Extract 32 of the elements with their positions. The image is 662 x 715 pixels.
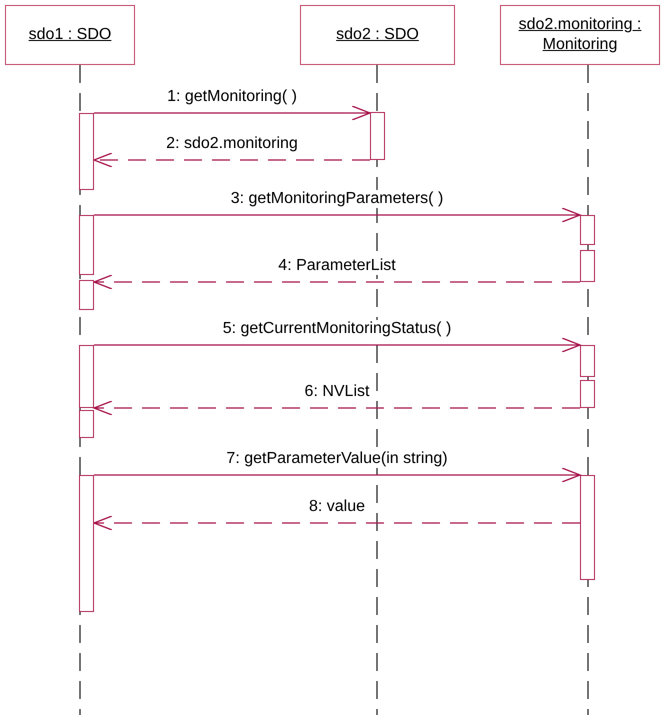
return-arrow — [93, 515, 580, 531]
message-label: 4: ParameterList — [277, 257, 397, 275]
lifeline-title: sdo1 : SDO — [28, 25, 112, 45]
activation-bar — [580, 345, 595, 377]
activation-bar — [580, 380, 595, 408]
activation-bar — [370, 112, 385, 160]
message-arrow — [94, 467, 581, 483]
return-arrow — [93, 400, 580, 416]
object-box — [300, 5, 455, 65]
lifeline-title: sdo2.monitoring : Monitoring — [518, 15, 642, 55]
object-box — [500, 5, 660, 65]
message-label: 2: sdo2.monitoring — [165, 135, 299, 153]
activation-bar — [79, 475, 94, 612]
message-label: 3: getMonitoringParameters( ) — [230, 190, 444, 208]
return-arrow — [93, 152, 370, 168]
activation-bar — [580, 475, 595, 580]
message-arrow — [94, 207, 581, 223]
activation-bar — [580, 215, 595, 245]
return-arrow — [93, 274, 580, 290]
message-label: 7: getParameterValue(in string) — [225, 450, 449, 468]
message-label: 1: getMonitoring( ) — [166, 88, 298, 106]
activation-bar — [79, 345, 94, 408]
activation-bar — [580, 250, 595, 282]
object-box — [5, 5, 135, 65]
lifeline-title: sdo2 : SDO — [336, 25, 419, 45]
activation-bar — [79, 215, 94, 275]
activation-bar — [79, 280, 94, 310]
activation-bar — [79, 113, 94, 190]
activation-bar — [79, 410, 94, 438]
message-arrow — [94, 337, 581, 353]
message-label: 5: getCurrentMonitoringStatus( ) — [222, 320, 452, 338]
message-arrow — [94, 105, 371, 121]
